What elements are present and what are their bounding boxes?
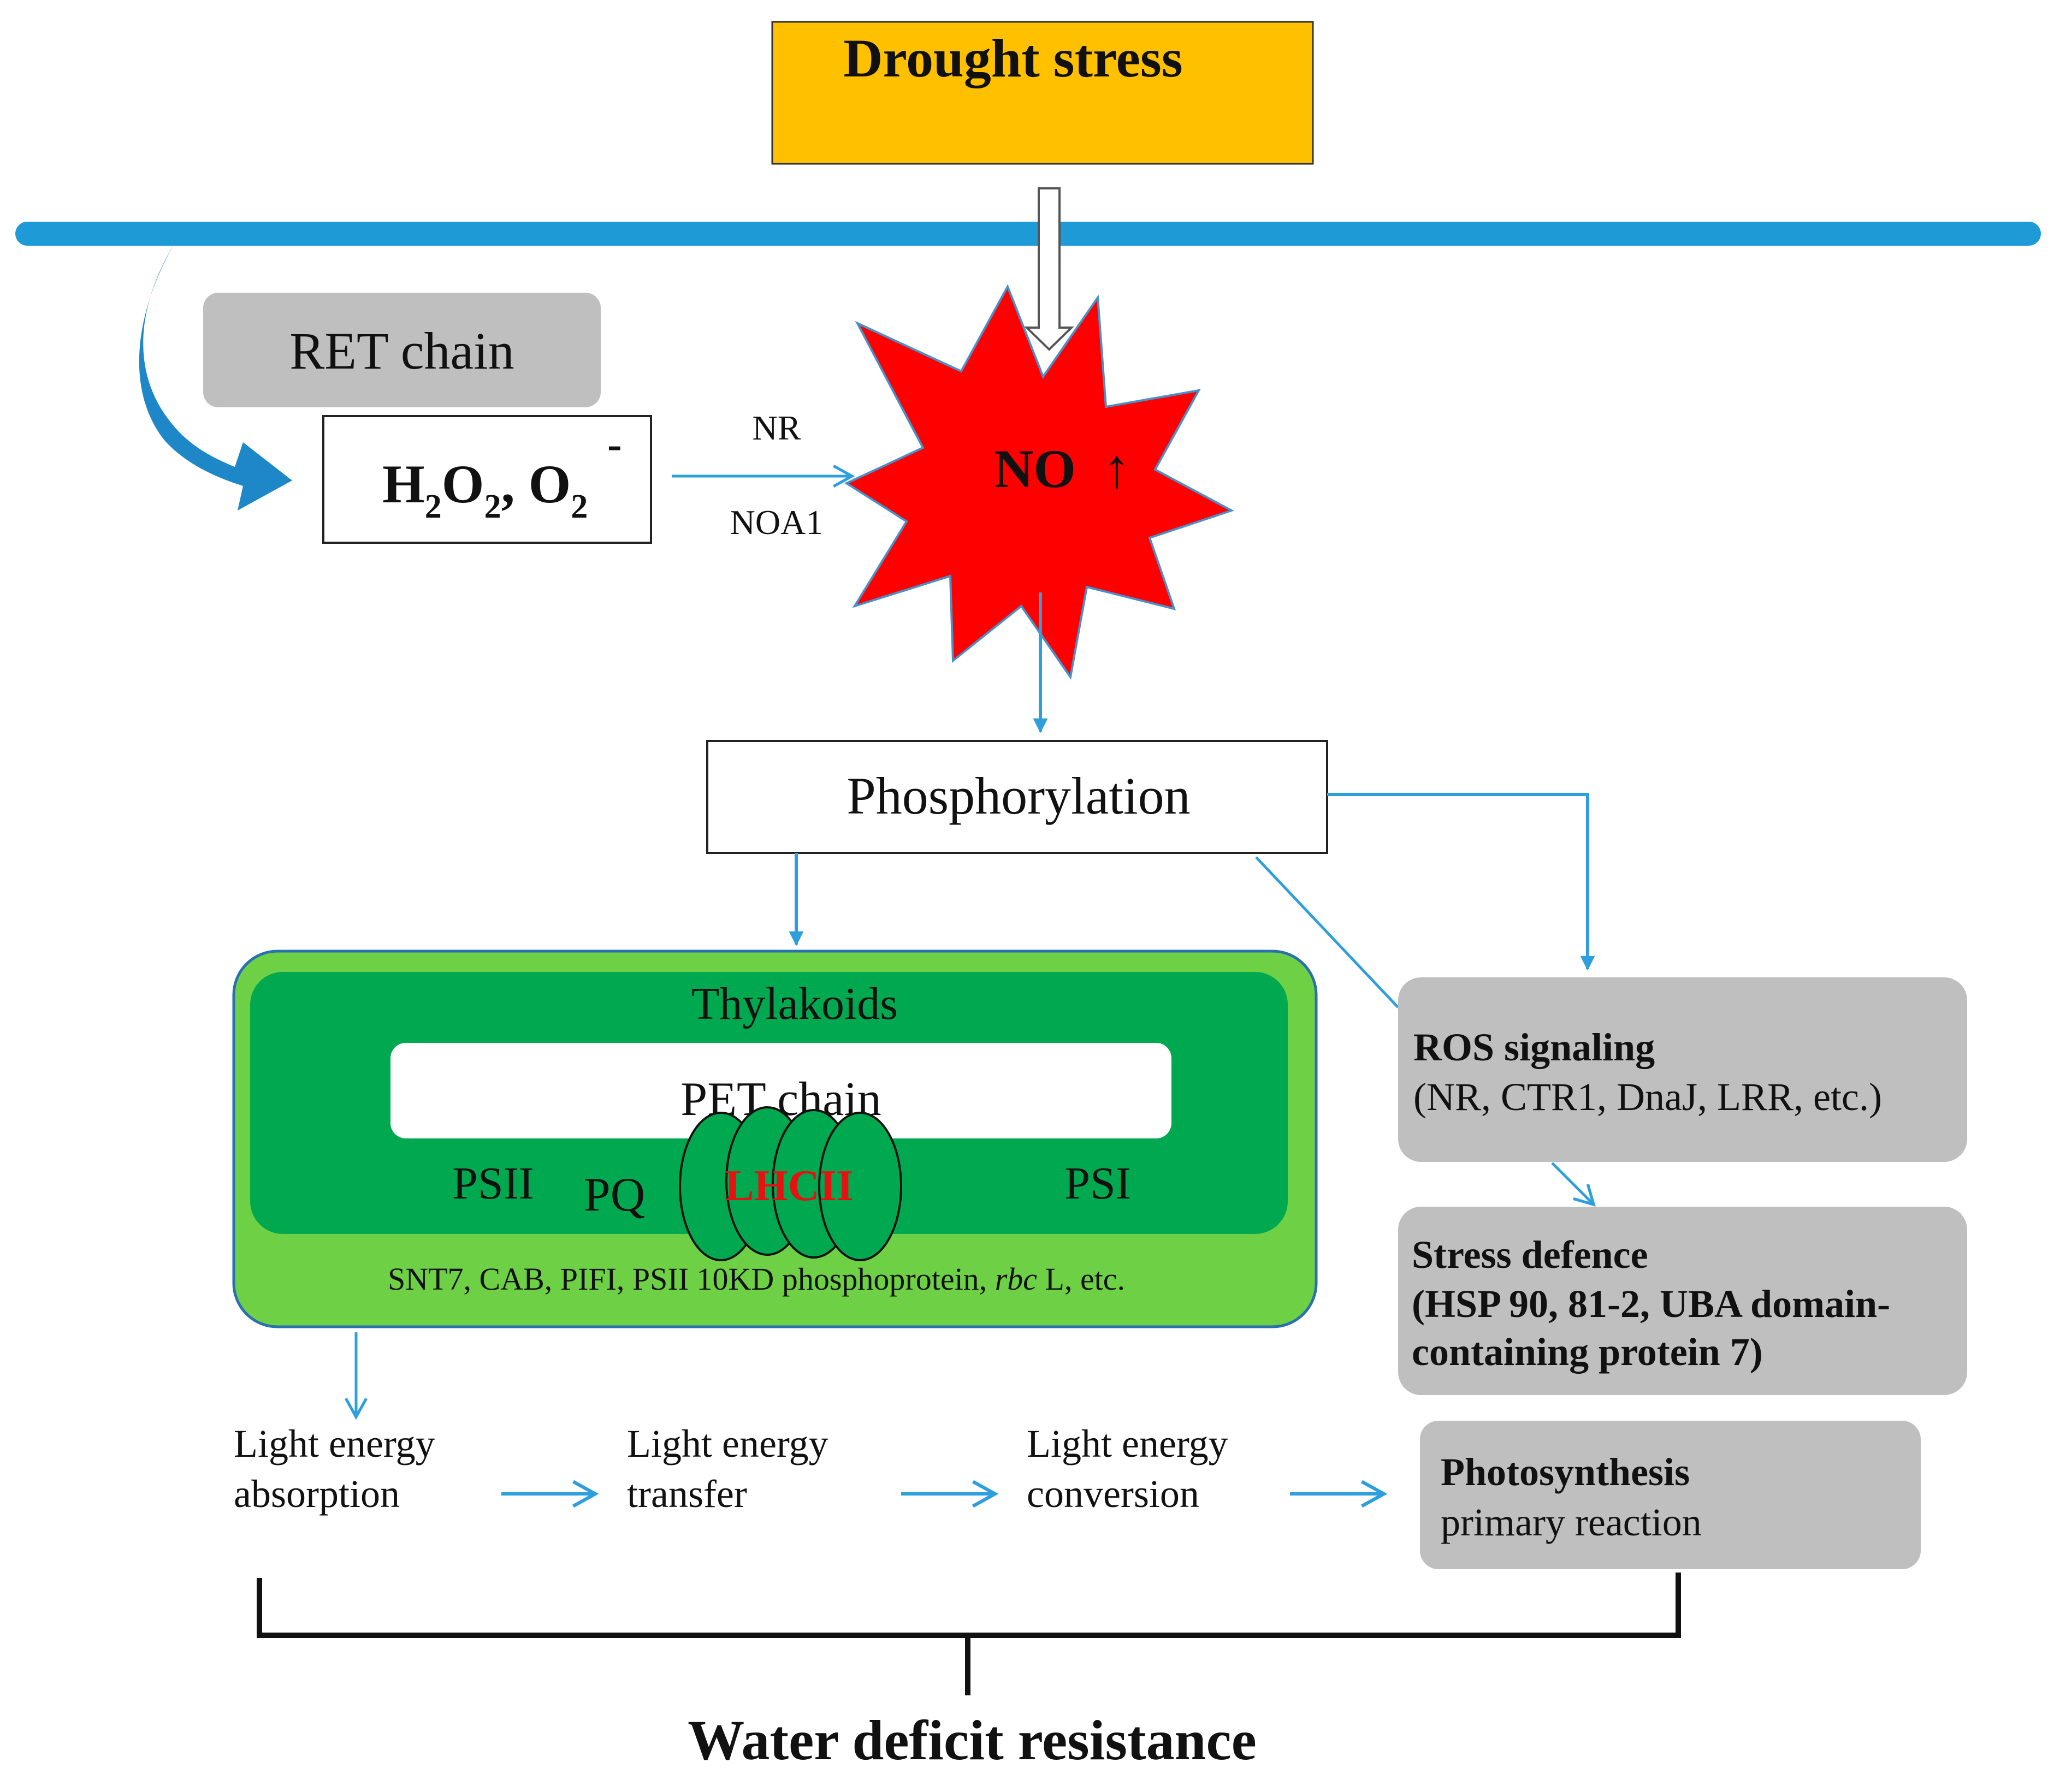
ros-sub-2c: 2 xyxy=(571,488,588,525)
ros-superscript-minus: - xyxy=(607,420,622,468)
light-absorption-step: Light energy absorption xyxy=(234,1422,435,1516)
absorption-line1: Light energy xyxy=(234,1422,435,1465)
water-deficit-resistance-label: Water deficit resistance xyxy=(688,1709,1257,1772)
ret-chain-node: RET chain xyxy=(203,293,601,407)
conversion-line2: conversion xyxy=(1027,1472,1199,1516)
stress-defence-line1: (HSP 90, 81-2, UBA domain- xyxy=(1412,1282,1890,1326)
photosynthesis-title: Photosynthesis xyxy=(1441,1450,1690,1494)
ros-o: O xyxy=(442,454,484,514)
stress-defence-title: Stress defence xyxy=(1412,1233,1648,1277)
noa1-label: NOA1 xyxy=(730,503,824,542)
stress-defence-node: Stress defence (HSP 90, 81-2, UBA domain… xyxy=(1398,1207,1967,1395)
stress-defence-line2: containing protein 7) xyxy=(1412,1330,1763,1374)
ret-chain-label: RET chain xyxy=(289,322,514,380)
ros-molecules-label: H2O2, O2 xyxy=(382,454,588,525)
ros-to-stress-defence-arrow xyxy=(1551,1162,1596,1207)
proteins-tail: L, etc. xyxy=(1037,1261,1125,1297)
pq-label: PQ xyxy=(584,1168,646,1221)
lhcii-label: LHCII xyxy=(725,1162,854,1210)
pet-chain-bar xyxy=(390,1043,1171,1138)
nr-label: NR xyxy=(753,408,801,447)
drought-to-no-hollow-arrow xyxy=(1024,187,1074,351)
ros-sub-2b: 2 xyxy=(484,488,501,525)
no-burst-shape xyxy=(844,284,1235,680)
psii-label: PSII xyxy=(452,1158,534,1209)
drought-stress-label: Drought stress xyxy=(843,28,1182,88)
no-burst-node: NO ↑ xyxy=(844,284,1235,680)
no-label: NO xyxy=(994,438,1076,499)
phosphorylation-node: Phosphorylation xyxy=(706,740,1328,854)
phosphorylation-to-ros-signaling-arrow xyxy=(1327,793,1595,971)
conversion-line1: Light energy xyxy=(1027,1422,1228,1465)
psi-label: PSI xyxy=(1064,1158,1130,1209)
ros-comma-o: , O xyxy=(501,454,571,514)
phosphorylation-label: Phosphorylation xyxy=(847,767,1190,825)
thylakoid-proteins-label: SNT7, CAB, PIFI, PSII 10KD phosphoprotei… xyxy=(388,1261,1125,1297)
ros-sub-2a: 2 xyxy=(425,488,442,525)
ros-signaling-title: ROS signaling xyxy=(1413,1025,1655,1069)
drought-stress-node: Drought stress xyxy=(771,21,1314,165)
light-transfer-step: Light energy transfer xyxy=(627,1422,828,1516)
photosynthesis-detail: primary reaction xyxy=(1441,1500,1702,1544)
lhc-subunit-4 xyxy=(818,1112,902,1261)
light-conversion-step: Light energy conversion xyxy=(1027,1422,1228,1516)
transfer-line2: transfer xyxy=(627,1472,747,1516)
proteins-list: SNT7, CAB, PIFI, PSII 10KD phosphoprotei… xyxy=(388,1261,995,1297)
ros-h: H xyxy=(382,454,425,514)
lhcii-complex: LHCII xyxy=(679,1106,902,1261)
phosphorylation-diagonal-connector xyxy=(1255,856,1399,1008)
absorption-line2: absorption xyxy=(234,1472,400,1516)
thylakoids-title: Thylakoids xyxy=(691,978,898,1029)
no-increase-arrow: ↑ xyxy=(1103,438,1130,499)
thylakoid-node: Thylakoids PET chain PSII PQ LHCII PSI S… xyxy=(232,950,1318,1328)
proteins-rbc-italic: rbc xyxy=(995,1261,1038,1297)
ros-signaling-detail: (NR, CTR1, DnaJ, LRR, etc.) xyxy=(1413,1075,1882,1119)
resistance-bracket xyxy=(257,1573,1681,1638)
photosynthesis-node: Photosynthesis primary reaction xyxy=(1420,1421,1921,1569)
membrane-to-ros-curved-arrow xyxy=(139,243,292,511)
ros-molecules-node: H2O2, O2 - xyxy=(322,415,652,544)
ros-signaling-node: ROS signaling (NR, CTR1, DnaJ, LRR, etc.… xyxy=(1398,977,1967,1162)
transfer-line1: Light energy xyxy=(627,1422,828,1465)
